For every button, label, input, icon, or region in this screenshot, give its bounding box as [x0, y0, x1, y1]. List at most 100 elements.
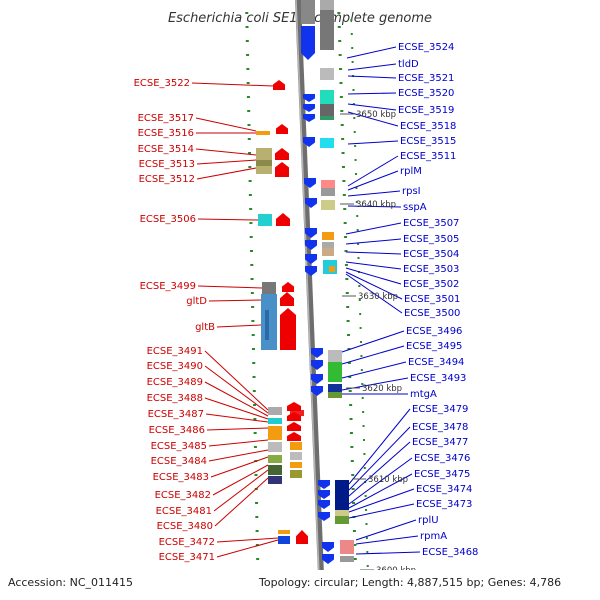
gene-block — [320, 10, 334, 50]
tick-left — [255, 530, 259, 532]
gene-block — [322, 242, 334, 248]
reverse-gene-arrow — [305, 266, 317, 276]
gene-block — [301, 0, 315, 24]
kbp-label: 3630 kbp — [358, 292, 398, 302]
gene-label: ECSE_3500 — [404, 308, 460, 319]
tick-left — [247, 124, 251, 126]
leader-line — [213, 469, 269, 512]
tick-left — [252, 390, 256, 392]
tick-right — [351, 488, 355, 490]
leader-line — [345, 238, 402, 245]
tick-right-outer — [352, 89, 355, 91]
kbp-label: 3610 kbp — [368, 475, 408, 485]
tick-right-outer — [363, 453, 366, 455]
leader-line — [206, 427, 269, 431]
tick-right-outer — [356, 229, 359, 231]
reverse-gene-arrow — [322, 554, 334, 564]
tick-right-outer — [357, 243, 360, 245]
gene-label: ECSE_3506 — [140, 214, 196, 225]
gene-label: rpmA — [420, 531, 447, 542]
tick-left — [250, 278, 254, 280]
reverse-gene-arrow — [318, 480, 330, 489]
gene-label: gltB — [195, 322, 215, 333]
tick-right — [339, 68, 343, 70]
leader-line — [196, 167, 257, 180]
reverse-gene-arrow — [303, 104, 315, 112]
gene-block — [340, 556, 354, 562]
reverse-gene-arrow — [301, 26, 315, 60]
gene-block — [265, 310, 269, 340]
leader-line — [347, 75, 397, 79]
tick-left — [254, 474, 258, 476]
tick-left — [251, 320, 255, 322]
tick-left — [248, 194, 252, 196]
gene-label: sspA — [403, 202, 427, 213]
tick-left — [253, 418, 257, 420]
gene-label: ECSE_3507 — [403, 218, 459, 229]
label-leaders — [191, 46, 421, 595]
leader-line — [347, 205, 402, 208]
gene-label: ECSE_3483 — [153, 472, 209, 483]
gene-label: ECSE_3505 — [403, 234, 459, 245]
gene-label: tldD — [398, 59, 419, 70]
tick-right — [348, 390, 352, 392]
tick-right-outer — [364, 495, 367, 497]
tick-right — [347, 362, 351, 364]
leader-line — [208, 439, 269, 447]
leader-line — [341, 361, 407, 379]
gene-block — [335, 510, 349, 516]
tick-left — [248, 180, 252, 182]
leader-line — [347, 190, 401, 197]
tick-left — [252, 376, 256, 378]
tick-right-outer — [354, 173, 357, 175]
tick-right — [347, 348, 351, 350]
backbone-strand — [295, 0, 325, 600]
tick-right-outer — [359, 313, 362, 315]
gene-block — [268, 418, 282, 424]
gene-label: ECSE_3513 — [139, 159, 195, 170]
tick-left — [255, 516, 259, 518]
tick-right-outer — [362, 439, 365, 441]
reverse-gene-arrow — [303, 137, 315, 147]
gene-label: ECSE_3496 — [406, 326, 462, 337]
tick-left — [255, 502, 259, 504]
gene-block — [321, 188, 335, 196]
gene-block — [321, 180, 335, 188]
leader-line — [205, 413, 269, 423]
leader-line — [208, 449, 269, 462]
tick-right-outer — [354, 159, 357, 161]
tick-right-outer — [363, 467, 366, 469]
gene-block — [321, 200, 335, 210]
tick-left — [248, 152, 252, 154]
gene-block — [268, 465, 282, 475]
tick-right-outer — [359, 327, 362, 329]
tick-left — [245, 40, 249, 42]
tick-right-outer — [365, 523, 368, 525]
gene-label: ECSE_3480 — [157, 521, 213, 532]
gene-label: ECSE_3487 — [148, 409, 204, 420]
tick-left — [252, 362, 256, 364]
tick-right — [338, 40, 342, 42]
leader-line — [347, 170, 399, 191]
tick-left — [253, 432, 257, 434]
leader-line — [345, 267, 402, 285]
gene-block — [328, 384, 342, 392]
tick-left — [248, 166, 252, 168]
tick-left — [249, 236, 253, 238]
backbone — [295, 0, 325, 600]
tick-right-outer — [355, 187, 358, 189]
leader-line — [197, 285, 263, 289]
tick-right-outer — [351, 61, 354, 63]
tick-right — [343, 208, 347, 210]
tick-right — [346, 306, 350, 308]
tick-right — [337, 12, 341, 14]
tick-left — [255, 544, 259, 546]
tick-right — [341, 152, 345, 154]
gene-block — [290, 470, 302, 478]
tick-left — [253, 404, 257, 406]
tick-right — [338, 54, 342, 56]
tick-right-outer — [358, 285, 361, 287]
gene-label: ECSE_3520 — [398, 88, 454, 99]
reverse-gene-arrow — [304, 178, 316, 188]
